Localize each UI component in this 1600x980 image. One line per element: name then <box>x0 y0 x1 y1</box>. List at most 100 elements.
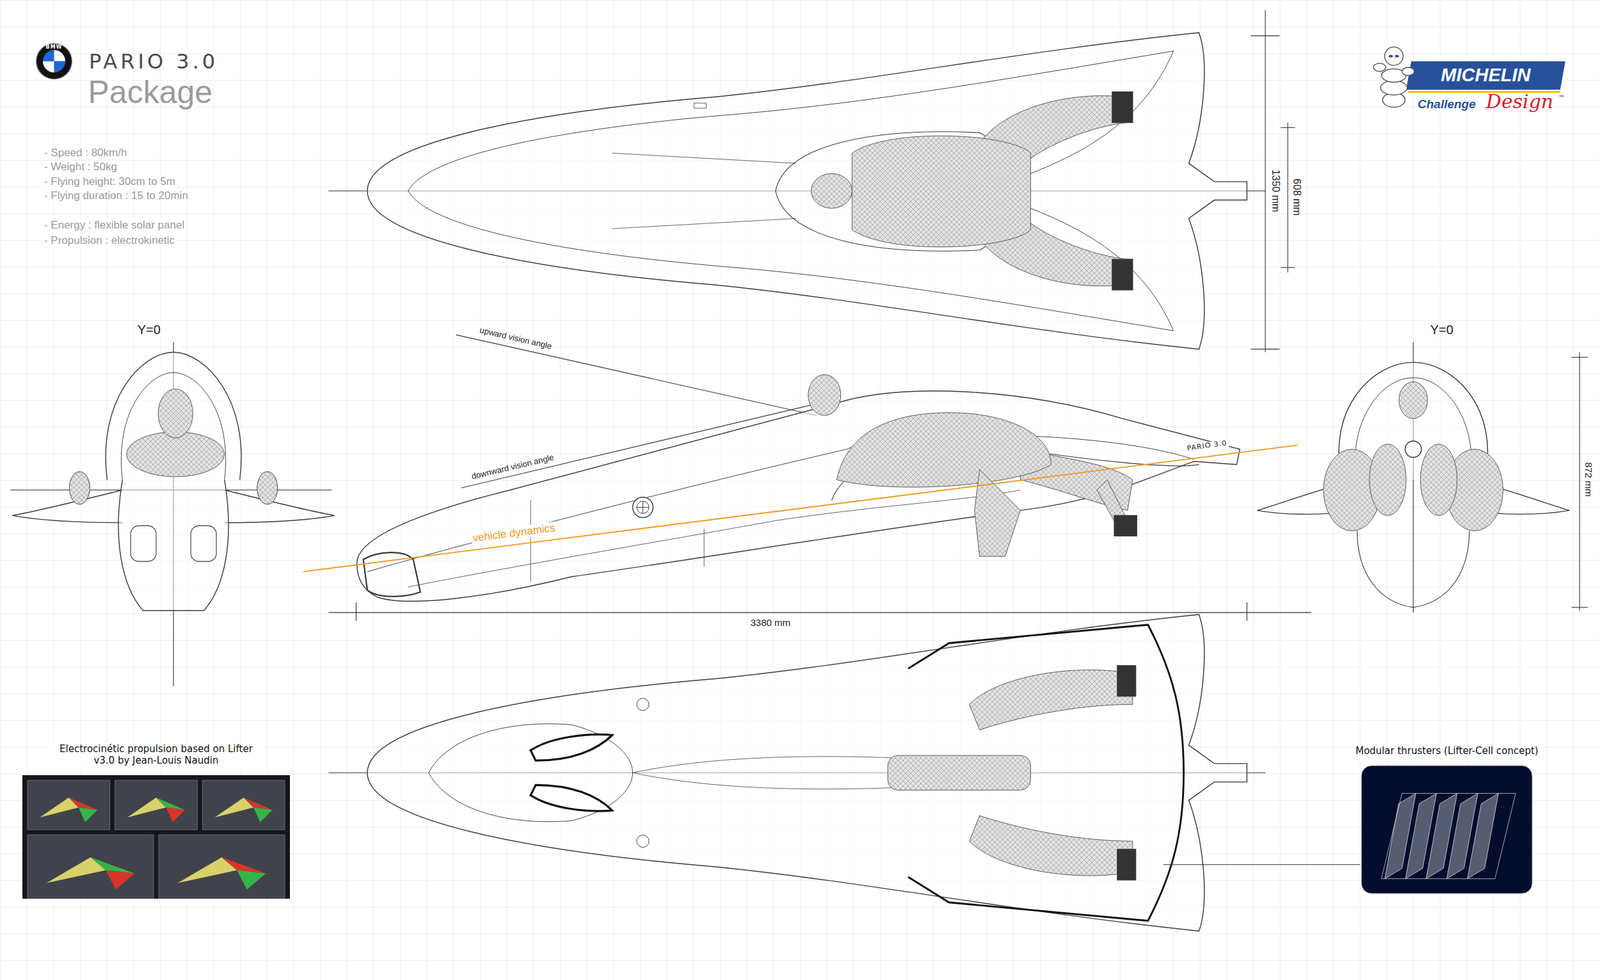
simulation-frame <box>202 780 285 830</box>
michelin-logo <box>1380 80 1407 95</box>
top-view <box>408 51 1174 191</box>
image-panel: Electrocinétic propulsion based on Lifte… <box>22 743 290 899</box>
side-view <box>303 334 1312 621</box>
side-view <box>363 552 421 597</box>
panel-image <box>1360 764 1533 895</box>
bottom-view <box>887 670 1133 876</box>
side-view <box>704 528 705 567</box>
rear-view <box>1323 381 1504 531</box>
simulation-frame <box>27 834 154 899</box>
brand-text: BMW <box>44 44 64 51</box>
spec-line: - Speed : 80km/h <box>42 146 128 160</box>
top-view <box>811 96 1128 287</box>
axis-label: Y=0 <box>136 321 162 337</box>
dimension-text: 608 mm <box>1290 177 1303 217</box>
dimension-text: 872 mm <box>1583 460 1595 498</box>
top-view <box>1251 35 1280 36</box>
simulation-frame <box>165 807 185 822</box>
michelin-logo <box>1388 55 1393 58</box>
top-view <box>408 190 1174 331</box>
front-view <box>126 432 225 477</box>
rear-view <box>1399 381 1428 418</box>
panel-image <box>22 775 290 899</box>
bottom-view <box>1117 665 1136 697</box>
front-view <box>190 525 217 562</box>
panel-ground <box>1361 765 1533 894</box>
panel-caption: Electrocinétic propulsion based on Lifte… <box>48 743 264 768</box>
top-view <box>1264 10 1266 352</box>
michelin-logo <box>1373 46 1415 107</box>
side-view <box>808 374 841 416</box>
rear-view <box>1369 444 1407 516</box>
michelin-logo <box>1406 61 1566 91</box>
top-view <box>851 135 1031 248</box>
top-view <box>1280 127 1295 128</box>
simulation-frame <box>27 780 111 830</box>
top-view <box>612 152 797 229</box>
front-view <box>118 480 229 611</box>
top-view <box>1112 259 1133 290</box>
bmw-logo <box>36 43 73 80</box>
front-view <box>12 490 123 523</box>
top-view <box>1112 92 1133 123</box>
spec-line: - Flying duration : 15 to 20min <box>42 189 190 203</box>
michelin-logo <box>1384 46 1404 66</box>
side-view <box>456 334 817 416</box>
lifter-cell <box>1467 793 1499 879</box>
top-view <box>693 103 706 109</box>
rear-view <box>1357 530 1470 608</box>
bottom-view <box>636 698 649 711</box>
side-view <box>632 497 654 518</box>
dimension-text: 1350 mm <box>1269 168 1282 214</box>
bottom-view <box>636 835 649 848</box>
spec-line: - Propulsion : electrokinetic <box>42 234 176 248</box>
simulation-frame <box>236 869 266 889</box>
panel-caption: Modular thrusters (Lifter-Cell concept) <box>1353 744 1541 758</box>
bmw-logo <box>42 61 55 73</box>
top-view <box>367 32 1247 349</box>
top-view <box>1251 348 1280 350</box>
side-view <box>530 499 532 582</box>
rear-view <box>1404 440 1422 458</box>
bottom-view <box>428 723 633 822</box>
top-view <box>811 173 853 208</box>
side-view <box>1114 515 1137 536</box>
side-view <box>836 412 1051 488</box>
simulation-frame <box>27 834 154 899</box>
spec-line: - Weight : 50kg <box>42 161 119 175</box>
brand-text: Challenge <box>1416 97 1478 112</box>
top-view <box>1280 266 1295 268</box>
brand-text: Design <box>1484 90 1555 114</box>
simulation-frame <box>158 834 285 899</box>
front-view <box>224 490 335 523</box>
trademark-mark: ™ <box>1557 94 1567 102</box>
michelin-logo <box>1402 67 1415 76</box>
leader-line <box>1163 864 1361 865</box>
front-view <box>69 471 90 505</box>
bmw-logo <box>36 43 73 80</box>
simulation-frame <box>78 807 98 822</box>
spec-line: - Energy : flexible solar panel <box>42 219 186 233</box>
bottom-view <box>969 815 1133 876</box>
simulation-frame <box>115 780 198 830</box>
side-view <box>636 501 649 514</box>
simulation-frame <box>115 780 198 830</box>
side-view <box>408 490 1021 588</box>
bottom-view <box>530 784 613 811</box>
bottom-view <box>530 734 613 761</box>
bottom-view <box>367 614 1247 931</box>
cell-frame <box>1381 793 1517 879</box>
rear-view <box>1571 357 1588 358</box>
dimension-text: 3380 mm <box>748 616 792 628</box>
side-view <box>808 374 1133 557</box>
side-view <box>636 501 649 514</box>
brand-text: MICHELIN <box>1439 64 1532 86</box>
front-view <box>257 471 278 505</box>
bmw-logo <box>54 61 66 73</box>
bottom-view <box>328 614 1360 931</box>
sheet-title: PARIO 3.0 <box>87 49 220 73</box>
rear-view <box>1579 352 1581 610</box>
simulation-frame <box>253 807 273 822</box>
